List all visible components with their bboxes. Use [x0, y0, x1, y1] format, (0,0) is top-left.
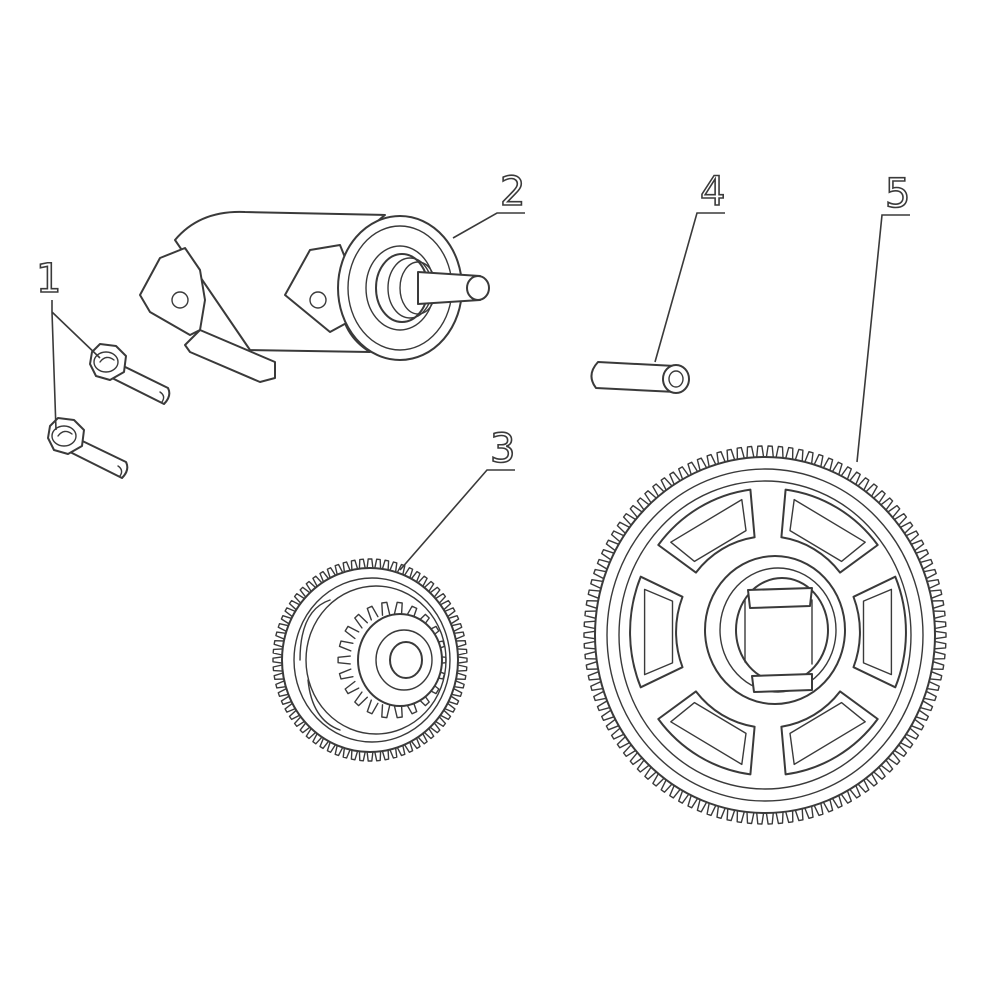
- large-gear-window-inner: [643, 588, 674, 676]
- leader-4: [654, 212, 725, 363]
- leader-1: [51, 300, 101, 431]
- part-5-large-gear[interactable]: [583, 445, 947, 825]
- small-gear-teeth: [272, 558, 468, 762]
- leader-5: [856, 214, 910, 463]
- part-3-small-gear[interactable]: [272, 558, 468, 762]
- callout-4: 4: [700, 169, 725, 215]
- callout-2: 2: [500, 169, 525, 215]
- part-4-pin[interactable]: [590, 361, 690, 394]
- bolt-upper: [89, 343, 171, 405]
- bolt-lower: [47, 417, 129, 479]
- small-pinion-teeth-path: [337, 601, 447, 719]
- callout-1: 1: [36, 256, 61, 302]
- leader-lines: [51, 212, 910, 571]
- large-gear-teeth-path: [583, 445, 947, 825]
- leader-2: [452, 212, 525, 239]
- large-gear-teeth: [583, 445, 947, 825]
- callout-labels: 1 2 3 4 5: [35, 168, 911, 473]
- leader-3: [399, 469, 515, 571]
- large-gear-window: [852, 575, 907, 689]
- large-gear-window-inner: [670, 701, 747, 766]
- large-gear-windows: [629, 488, 907, 776]
- callout-5: 5: [885, 171, 910, 217]
- large-gear-window-inner: [862, 588, 893, 676]
- part-1-bolts[interactable]: [47, 343, 171, 479]
- part-2-starter-motor[interactable]: [139, 210, 490, 383]
- large-gear-window-inner: [670, 498, 747, 563]
- large-gear-window: [629, 575, 684, 689]
- small-pinion-teeth: [337, 601, 447, 719]
- small-gear-teeth-path: [272, 558, 468, 762]
- large-gear-window-inner: [789, 498, 866, 563]
- callout-3: 3: [490, 426, 515, 472]
- large-gear-window-inner: [789, 701, 866, 766]
